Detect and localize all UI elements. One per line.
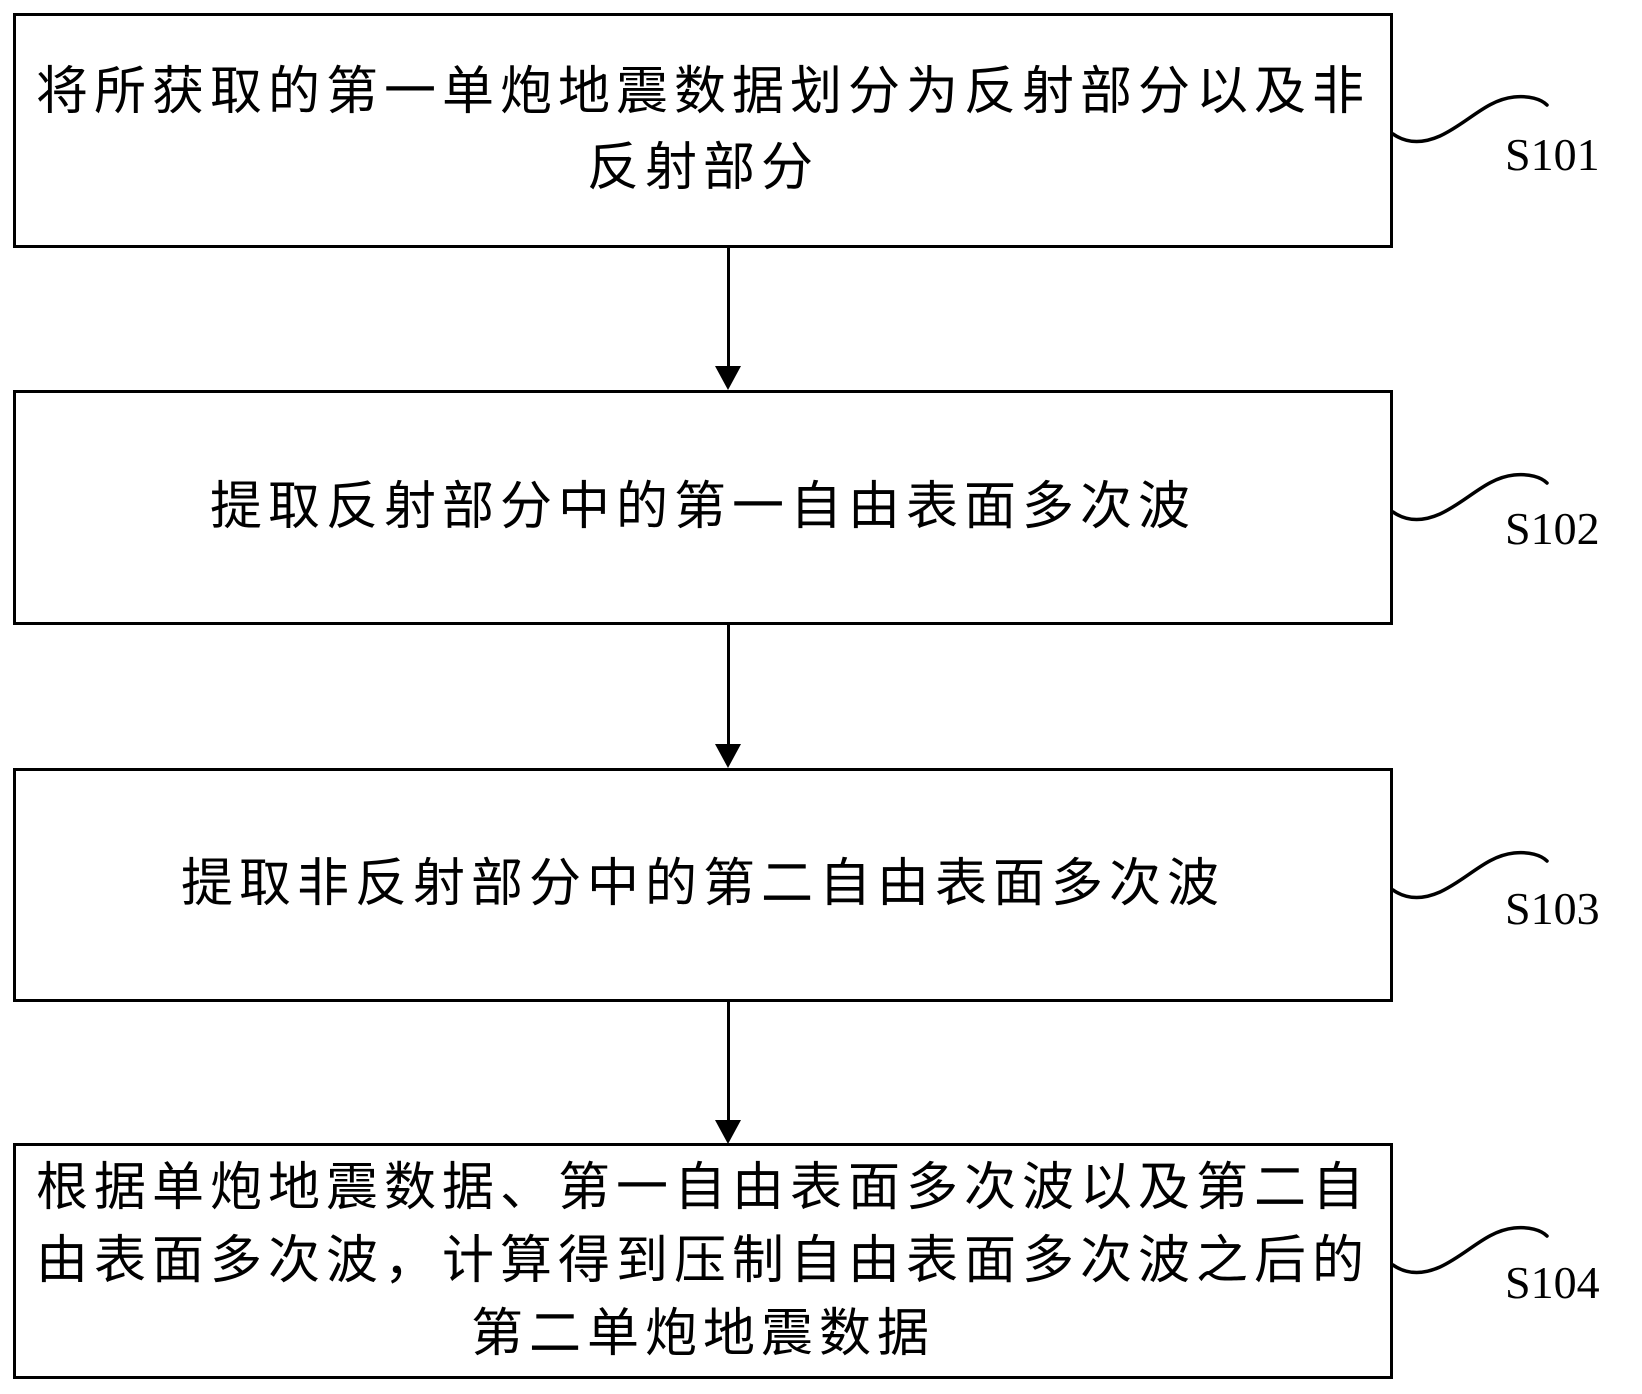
arrowhead-down-icon: [715, 366, 741, 390]
step-text-s103: 提取非反射部分中的第二自由表面多次波: [180, 856, 1225, 913]
step-box-s103: 提取非反射部分中的第二自由表面多次波: [13, 768, 1393, 1002]
step-label-s102: S102: [1505, 503, 1600, 554]
step-label-s104: S104: [1505, 1257, 1600, 1308]
arrowhead-down-icon: [715, 744, 741, 768]
arrow-shaft: [726, 625, 730, 748]
step-box-s102: 提取反射部分中的第一自由表面多次波: [13, 390, 1393, 625]
squiggle-connector-s104: [1392, 1225, 1552, 1277]
squiggle-connector-s101: [1392, 94, 1552, 146]
step-text-s101: 将所获取的第一单炮地震数据划分为反射部分以及非 反射部分: [35, 63, 1370, 197]
step-text-s102: 提取反射部分中的第一自由表面多次波: [209, 478, 1196, 536]
flow-arrow-2: [715, 625, 741, 768]
step-text-s104: 根据单炮地震数据、第一自由表面多次波以及第二自 由表面多次波，计算得到压制自由表…: [35, 1159, 1370, 1363]
step-box-s104: 根据单炮地震数据、第一自由表面多次波以及第二自 由表面多次波，计算得到压制自由表…: [13, 1143, 1393, 1379]
step-box-s101: 将所获取的第一单炮地震数据划分为反射部分以及非 反射部分: [13, 13, 1393, 248]
flow-arrow-3: [715, 1002, 741, 1144]
arrow-shaft: [726, 1002, 730, 1124]
arrow-shaft: [726, 248, 730, 370]
flow-arrow-1: [715, 248, 741, 390]
arrowhead-down-icon: [715, 1120, 741, 1144]
step-label-s103: S103: [1505, 883, 1600, 934]
squiggle-connector-s103: [1392, 850, 1552, 902]
squiggle-connector-s102: [1392, 472, 1552, 524]
step-label-s101: S101: [1505, 129, 1600, 180]
